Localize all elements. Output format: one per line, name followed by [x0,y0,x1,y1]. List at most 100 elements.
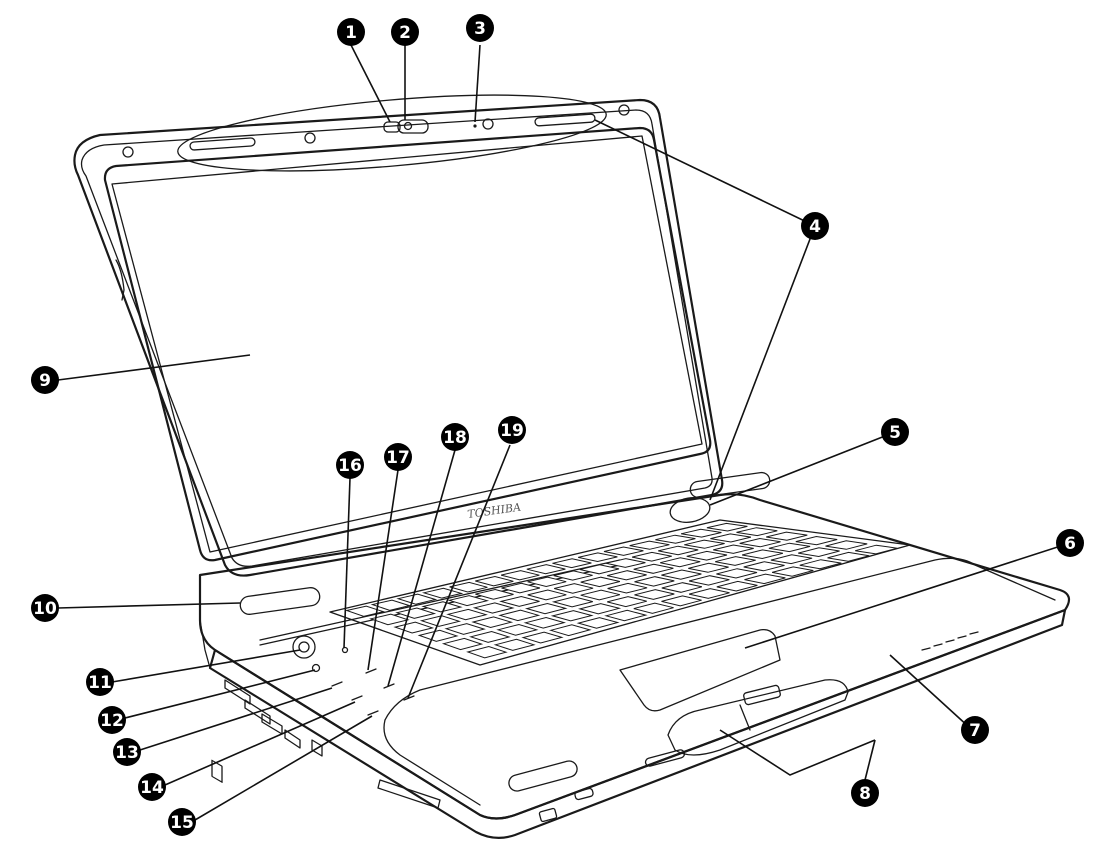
keyboard-key [771,566,814,577]
callout-badge-12: 12 [98,706,126,734]
leader-lines [57,44,1071,821]
keyboard-key [688,575,730,586]
callout-badge-15: 15 [168,808,196,836]
callout-badge-13: 13 [113,738,141,766]
keyboard-key [661,569,702,580]
right-speaker [689,471,771,499]
keyboard-key [715,556,756,566]
keyboard-key [526,564,566,575]
keyboard-key [496,623,539,636]
front-vent [644,749,686,767]
callout-label: 7 [969,721,981,741]
keyboard-key [795,535,838,546]
keyboard-key [548,624,592,637]
touchpad-buttons [667,679,849,756]
front-indicators [921,631,979,651]
keyboard-key [743,561,785,572]
callout-badge-4: 4 [801,212,829,240]
keyboard-key [471,616,514,629]
keyboard-key [475,588,514,600]
callout-label: 4 [809,217,821,237]
status-led [331,681,343,687]
status-led [403,695,415,701]
keyboard-key [579,564,620,575]
keyboard-key [766,531,808,541]
keyboard-key [741,549,784,560]
keyboard-key [768,542,811,553]
keyboard-key [686,550,728,561]
callout-label: 8 [859,784,871,804]
keyboard-key [716,580,758,592]
keyboard-key [444,623,486,635]
status-led [311,663,321,673]
keyboard-key [604,609,648,622]
callout-label: 12 [100,711,124,731]
status-led [383,683,395,689]
webcam-led [383,121,401,133]
keyboard-key [661,582,703,593]
screen-bumper [304,132,316,144]
keyboard-key [550,610,594,622]
keyboard-key [607,582,648,594]
keyboard-key [736,527,778,537]
keyboard-key [578,603,622,615]
highlight-ellipse [669,497,711,523]
touchpad [619,628,781,712]
keyboard-key [688,562,729,573]
keyboard-key [603,546,644,556]
front-vent [574,787,594,801]
keyboard-key [744,573,786,585]
keyboard-key [447,595,490,607]
callout-badge-1: 1 [337,18,365,46]
keyboard-key [554,583,594,594]
callout-label: 18 [443,428,467,448]
callout-label: 10 [33,599,57,619]
keyboard-key [684,539,725,549]
keyboard-key [500,570,540,581]
keyboard-key [524,602,568,615]
keyboard-key [629,540,670,550]
keyboard-key [344,605,386,617]
callout-label: 15 [170,813,194,833]
fingerprint-reader [743,684,781,706]
keyboard-key [631,551,672,562]
keyboard-key [634,589,675,600]
front-vent [508,760,578,792]
keyboard-key [580,589,621,601]
callout-label: 1 [345,23,357,43]
keyboard-key [527,576,567,588]
highlight-ellipse [177,94,607,172]
callout-label: 6 [1064,534,1076,554]
front-vent [538,807,558,823]
keyboard-key [633,563,674,574]
callout-badge-19: 19 [498,416,526,444]
callout-label: 2 [399,23,411,43]
screen-bumper [618,104,630,116]
keyboard-key [855,544,898,555]
callout-label: 9 [39,371,51,391]
keyboard-key [706,522,748,532]
keyboard-key [580,576,621,588]
keyboard-key [658,545,699,556]
keyboard-key [552,558,592,569]
keyboard-key [521,631,564,644]
keyboard-key [527,589,567,601]
keyboard-key [553,570,593,581]
keyboard-key [396,593,438,605]
keyboard-key [607,596,647,608]
keyboard-key [660,557,701,568]
keyboard-key [417,629,459,642]
keyboard-key [680,528,722,538]
keyboard-key [576,617,620,629]
callout-bracket [719,729,876,776]
status-led [341,646,349,654]
keyboard-key [446,608,488,621]
keyboard-key [825,540,868,550]
keyboard-key [523,616,566,629]
bezel-slot [534,113,596,127]
callout-badge-2: 2 [391,18,419,46]
callout-badge-3: 3 [466,14,494,42]
keyboard-key [499,595,540,607]
callout-badge-10: 10 [31,594,59,622]
